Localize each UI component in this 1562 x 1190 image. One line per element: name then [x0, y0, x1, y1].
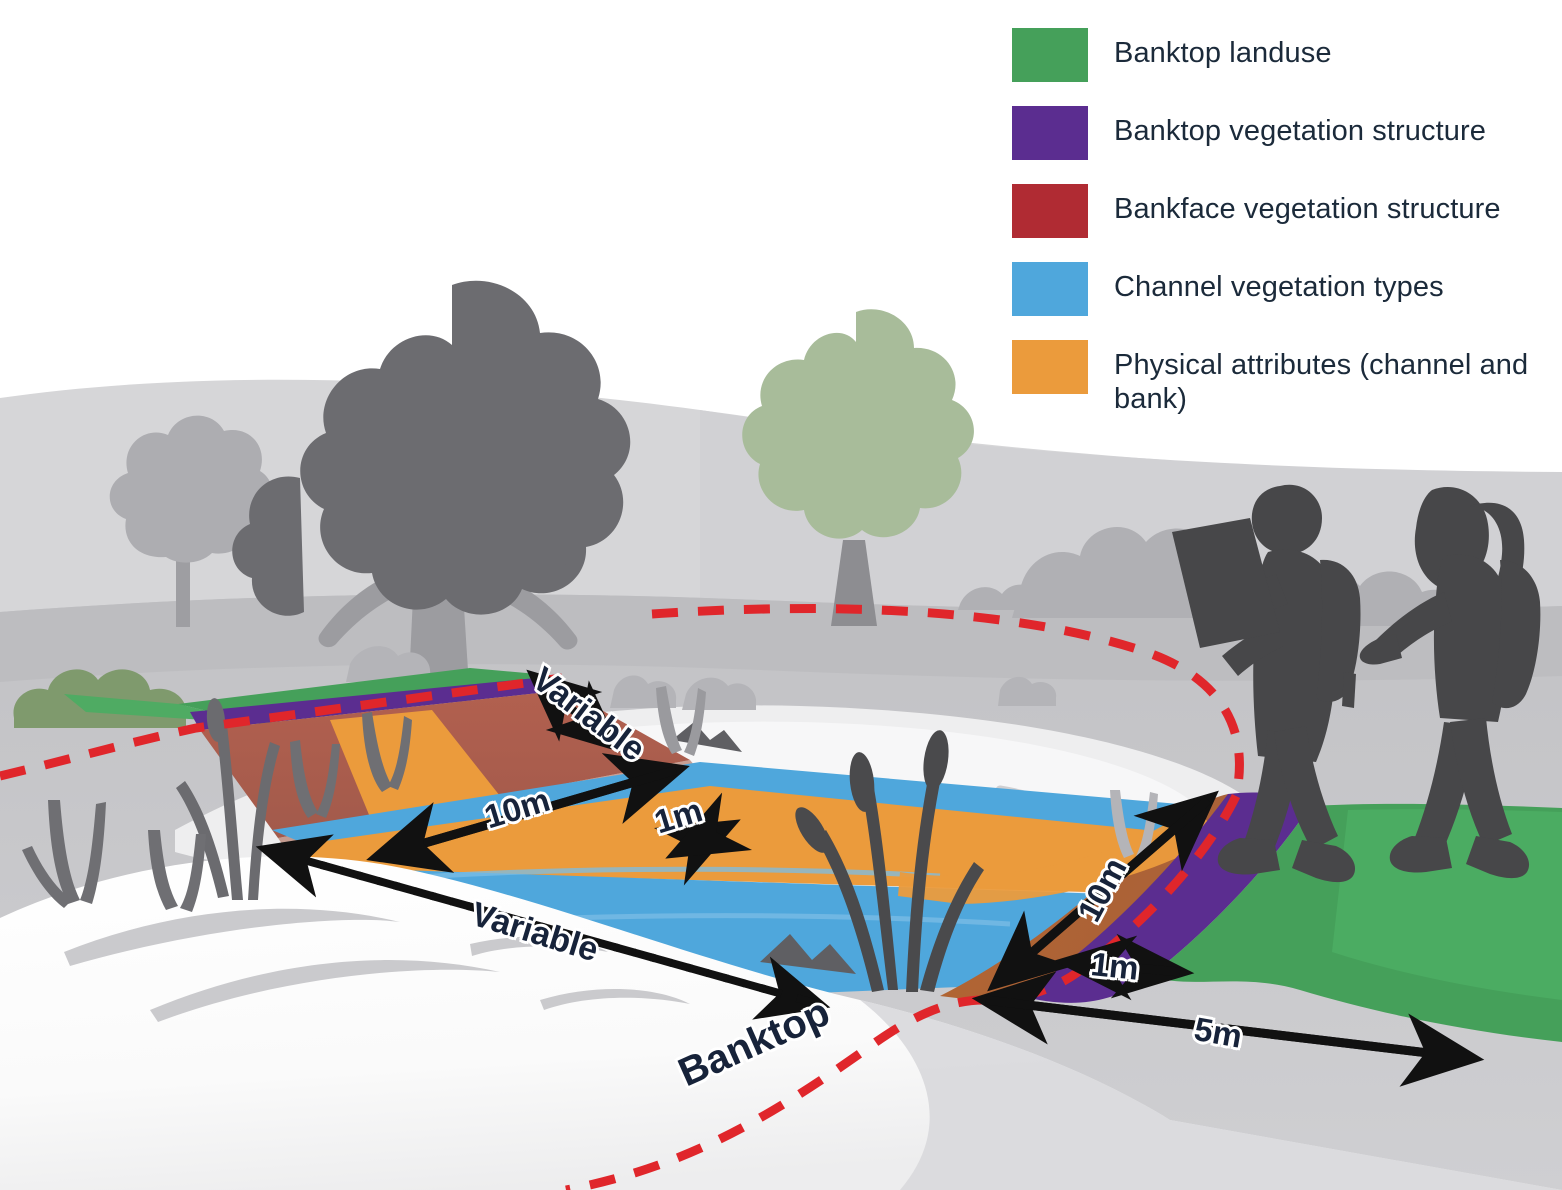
legend-label-banktop-landuse: Banktop landuse — [1114, 37, 1332, 69]
banktop-line-right-upper — [651, 604, 1244, 797]
measure-10m-right-bank[interactable] — [987, 790, 1219, 992]
right-bankface-physical-band — [898, 808, 1220, 904]
banktop-line-foreground — [565, 995, 985, 1190]
banktop-line-left — [0, 673, 563, 781]
legend: Banktop landuse Banktop vegetation struc… — [1012, 28, 1557, 440]
legend-swatch-physical-attributes — [1012, 340, 1088, 394]
tree-dark-large — [232, 280, 631, 702]
legend-label-physical-attributes: Physical attributes (channel and bank) — [1114, 349, 1529, 415]
legend-label-channel-vegetation: Channel vegetation types — [1114, 271, 1444, 303]
measure-1m-channel-band[interactable] — [653, 792, 753, 886]
grass-tuft-bankface — [290, 712, 412, 818]
foreground-bank-edge-shade — [860, 1000, 1562, 1190]
measure-variable-top[interactable] — [526, 669, 622, 753]
surveyor-figure-with-clipboard — [1172, 484, 1361, 883]
legend-item-physical-attributes: Physical attributes (channel and bank) — [1012, 340, 1557, 416]
measure-1m-right-banktop-veg[interactable] — [1053, 933, 1195, 1001]
measure-10m-left-bank[interactable] — [366, 753, 690, 873]
legend-item-channel-vegetation: Channel vegetation types — [1012, 262, 1557, 316]
measure-5m-right-landuse[interactable] — [971, 971, 1485, 1087]
grass-tuft-distant-river — [656, 686, 706, 756]
legend-swatch-bankface-vegetation — [1012, 184, 1088, 238]
grass-tuft-left-1 — [22, 800, 106, 908]
legend-swatch-banktop-vegetation — [1012, 106, 1088, 160]
legend-item-bankface-vegetation: Bankface vegetation structure — [1012, 184, 1557, 238]
legend-label-bankface-vegetation: Bankface vegetation structure — [1114, 193, 1501, 225]
foreground-bank — [0, 856, 1562, 1190]
legend-label-banktop-vegetation: Banktop vegetation structure — [1114, 115, 1486, 147]
legend-swatch-banktop-landuse — [1012, 28, 1088, 82]
legend-swatch-channel-vegetation — [1012, 262, 1088, 316]
tree-far-left — [109, 415, 273, 627]
measure-variable-bottom[interactable] — [255, 834, 831, 1020]
foreground-bank-swoosh — [64, 908, 690, 1022]
legend-item-banktop-vegetation: Banktop vegetation structure — [1012, 106, 1557, 160]
grass-tuft-left-2 — [148, 830, 206, 912]
surveyor-figure-pointing — [1359, 487, 1541, 879]
legend-item-banktop-landuse: Banktop landuse — [1012, 28, 1557, 82]
reed-cluster-center — [795, 730, 984, 992]
